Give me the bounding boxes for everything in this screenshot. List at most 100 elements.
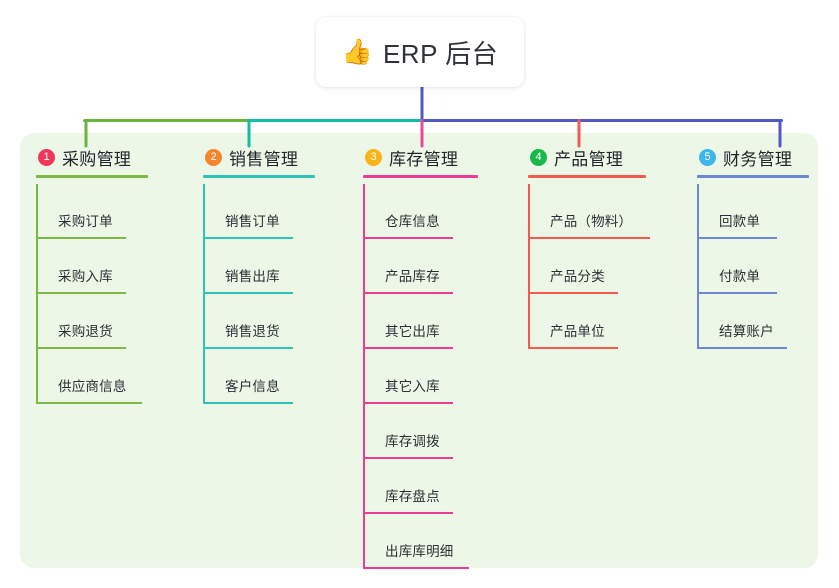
column-rule-3 [363,175,478,178]
list-item-label: 销售订单 [225,214,280,229]
list-item[interactable]: 销售退货 [203,294,353,349]
list-item-label: 产品单位 [550,324,605,339]
list-item-label: 采购入库 [58,269,113,284]
column-title-2: 销售管理 [229,149,299,169]
list-item-label: 供应商信息 [58,379,127,394]
list-item-rule [363,237,453,239]
thumbs-up-icon: 👍 [341,37,373,66]
column-header-4[interactable]: 4 产品管理 [528,144,688,170]
list-item-label: 其它入库 [385,379,440,394]
list-item-label: 采购订单 [58,214,113,229]
column-rule-5 [697,175,809,178]
list-item-rule [36,237,126,239]
column-items-3: 仓库信息产品库存其它出库其它入库库存调拨库存盘点出库库明细 [363,184,513,569]
column-spine-4 [528,184,530,349]
column-2: 2 销售管理销售订单销售出库销售退货客户信息 [203,144,353,404]
list-item[interactable]: 库存调拨 [363,404,513,459]
column-title-1: 采购管理 [62,149,132,169]
list-item[interactable]: 其它出库 [363,294,513,349]
list-item-rule [363,567,469,569]
list-item-rule [528,347,618,349]
list-item[interactable]: 出库库明细 [363,514,513,569]
column-spine-2 [203,184,205,404]
list-item-rule [697,292,777,294]
column-items-5: 回款单付款单结算账户 [697,184,839,349]
list-item-rule [36,292,126,294]
list-item-label: 仓库信息 [385,214,440,229]
column-title-5: 财务管理 [723,149,793,169]
list-item[interactable]: 销售订单 [203,184,353,239]
column-header-1[interactable]: 1 采购管理 [36,144,186,170]
list-item-label: 客户信息 [225,379,280,394]
column-5: 5 财务管理回款单付款单结算账户 [697,144,839,349]
list-item-rule [203,292,293,294]
list-item-rule [697,237,777,239]
list-item[interactable]: 客户信息 [203,349,353,404]
list-item-rule [363,512,453,514]
list-item-label: 产品库存 [385,269,440,284]
list-item-rule [363,292,453,294]
list-item[interactable]: 产品分类 [528,239,688,294]
column-items-1: 采购订单采购入库采购退货供应商信息 [36,184,186,404]
list-item[interactable]: 产品库存 [363,239,513,294]
root-node[interactable]: 👍 ERP 后台 [316,17,524,87]
list-item-label: 出库库明细 [385,544,454,559]
column-spine-5 [697,184,699,349]
column-badge-1: 1 [38,148,55,166]
list-item-rule [528,292,618,294]
list-item[interactable]: 销售出库 [203,239,353,294]
list-item-label: 库存调拨 [385,434,440,449]
list-item-rule [697,347,787,349]
list-item[interactable]: 供应商信息 [36,349,186,404]
list-item[interactable]: 仓库信息 [363,184,513,239]
list-item[interactable]: 产品单位 [528,294,688,349]
list-item-rule [363,457,453,459]
list-item-label: 产品分类 [550,269,605,284]
list-item-rule [528,237,650,239]
list-item-label: 回款单 [719,214,761,229]
list-item[interactable]: 采购订单 [36,184,186,239]
list-item-label: 其它出库 [385,324,440,339]
list-item[interactable]: 结算账户 [697,294,839,349]
column-rule-1 [36,175,148,178]
list-item[interactable]: 采购入库 [36,239,186,294]
list-item-label: 销售退货 [225,324,280,339]
root-title: ERP 后台 [382,38,499,69]
column-header-2[interactable]: 2 销售管理 [203,144,353,170]
list-item[interactable]: 其它入库 [363,349,513,404]
column-title-3: 库存管理 [389,149,459,169]
column-badge-4: 4 [530,148,547,166]
list-item-label: 产品（物料） [550,214,633,229]
list-item-rule [363,347,453,349]
list-item-label: 结算账户 [719,324,774,339]
column-items-4: 产品（物料） 产品分类产品单位 [528,184,688,349]
column-badge-2: 2 [205,148,222,166]
list-item[interactable]: 付款单 [697,239,839,294]
column-rule-2 [203,175,315,178]
list-item-label: 付款单 [719,269,761,284]
column-4: 4 产品管理产品（物料） 产品分类产品单位 [528,144,688,349]
column-title-4: 产品管理 [554,149,624,169]
list-item-rule [36,347,126,349]
column-1: 1 采购管理采购订单采购入库采购退货供应商信息 [36,144,186,404]
list-item-rule [203,402,293,404]
content-panel [20,133,818,568]
list-item-label: 采购退货 [58,324,113,339]
column-header-5[interactable]: 5 财务管理 [697,144,839,170]
list-item[interactable]: 库存盘点 [363,459,513,514]
column-spine-3 [363,184,365,569]
list-item-label: 库存盘点 [385,489,440,504]
list-item-rule [203,237,293,239]
list-item[interactable]: 产品（物料） [528,184,688,239]
column-rule-4 [528,175,646,178]
list-item-rule [36,402,142,404]
column-badge-5: 5 [699,148,716,166]
list-item[interactable]: 采购退货 [36,294,186,349]
list-item-rule [363,402,453,404]
list-item-label: 销售出库 [225,269,280,284]
column-spine-1 [36,184,38,404]
list-item[interactable]: 回款单 [697,184,839,239]
